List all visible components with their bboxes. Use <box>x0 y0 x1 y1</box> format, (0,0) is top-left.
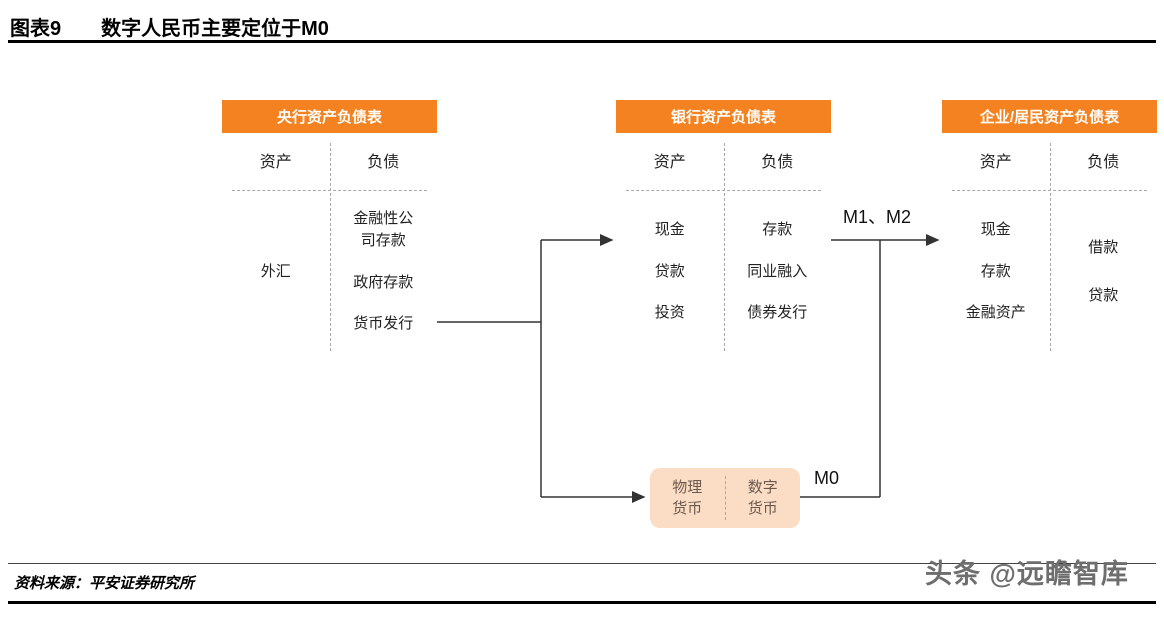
liabilities-column-title: 负债 <box>1087 154 1120 171</box>
title-rule <box>8 40 1156 43</box>
table-bank: 银行资产负债表 资产 现金 贷款 投资 负债 存款 同业融入 债券发行 <box>616 100 831 361</box>
currency-box-divider <box>724 476 726 520</box>
liabilities-column: 负债 存款 同业融入 债券发行 <box>724 133 832 361</box>
label-m0: M0 <box>814 468 840 488</box>
liabilities-column-title: 负债 <box>367 154 400 171</box>
figure-title-bar: 图表9 数字人民币主要定位于M0 <box>10 12 329 41</box>
figure-label: 图表9 <box>10 18 62 40</box>
table-enterprise-resident: 企业/居民资产负债表 资产 现金 存款 金融资产 负债 借款 贷款 <box>942 100 1157 361</box>
footer-thick-rule <box>8 601 1156 604</box>
assets-items: 现金 贷款 投资 <box>616 172 724 361</box>
assets-column: 资产 现金 存款 金融资产 <box>942 133 1050 361</box>
balance-item: 贷款 <box>1088 286 1119 304</box>
balance-item: 存款 <box>762 220 793 238</box>
balance-item: 金融性公 司存款 <box>353 210 414 249</box>
assets-column-title: 资产 <box>653 154 686 171</box>
balance-item: 借款 <box>1088 238 1119 256</box>
watermark: 头条 @远瞻智库 <box>925 559 1129 589</box>
balance-item: 投资 <box>654 304 685 322</box>
balance-item: 债券发行 <box>747 304 808 322</box>
assets-column: 资产 现金 贷款 投资 <box>616 133 724 361</box>
digital-currency-cell: 数字 货币 <box>747 479 778 517</box>
table-header-central-bank: 央行资产负债表 <box>222 100 437 133</box>
assets-column-title: 资产 <box>979 154 1012 171</box>
currency-box: 物理 货币 数字 货币 <box>650 468 800 528</box>
liabilities-column-title: 负债 <box>761 154 794 171</box>
liabilities-items: 存款 同业融入 债券发行 <box>724 172 832 361</box>
balance-item: 存款 <box>980 262 1011 280</box>
table-header-enterprise-resident: 企业/居民资产负债表 <box>942 100 1157 133</box>
assets-items: 现金 存款 金融资产 <box>942 172 1050 361</box>
balance-item: 现金 <box>980 220 1011 238</box>
balance-item: 贷款 <box>654 262 685 280</box>
assets-column-title: 资产 <box>259 154 292 171</box>
liabilities-items: 借款 贷款 <box>1050 172 1158 361</box>
assets-items: 外汇 <box>222 172 330 361</box>
column-divider <box>1049 143 1051 351</box>
liabilities-column: 负债 金融性公 司存款 政府存款 货币发行 <box>330 133 438 361</box>
table-central-bank: 央行资产负债表 资产 外汇 负债 金融性公 司存款 政府存款 货币发行 <box>222 100 437 361</box>
assets-column: 资产 外汇 <box>222 133 330 361</box>
column-divider <box>723 143 725 351</box>
balance-item: 同业融入 <box>747 262 808 280</box>
liabilities-items: 金融性公 司存款 政府存款 货币发行 <box>330 172 438 361</box>
column-divider <box>329 143 331 351</box>
balance-item: 金融资产 <box>965 304 1026 322</box>
table-body: 资产 现金 贷款 投资 负债 存款 同业融入 债券发行 <box>616 133 831 361</box>
physical-currency-cell: 物理 货币 <box>672 479 703 517</box>
balance-item: 货币发行 <box>353 315 414 333</box>
balance-item: 政府存款 <box>353 273 414 291</box>
footer-thin-rule <box>8 563 1156 564</box>
table-body: 资产 现金 存款 金融资产 负债 借款 贷款 <box>942 133 1157 361</box>
table-header-bank: 银行资产负债表 <box>616 100 831 133</box>
balance-item: 现金 <box>654 220 685 238</box>
balance-item: 外汇 <box>260 262 291 280</box>
figure-title: 数字人民币主要定位于M0 <box>101 18 329 40</box>
header-divider <box>232 190 427 191</box>
header-divider <box>952 190 1147 191</box>
table-body: 资产 外汇 负债 金融性公 司存款 政府存款 货币发行 <box>222 133 437 361</box>
header-divider <box>626 190 821 191</box>
liabilities-column: 负债 借款 贷款 <box>1050 133 1158 361</box>
source-note: 资料来源：平安证券研究所 <box>14 576 195 592</box>
label-m1-m2: M1、M2 <box>843 207 912 227</box>
